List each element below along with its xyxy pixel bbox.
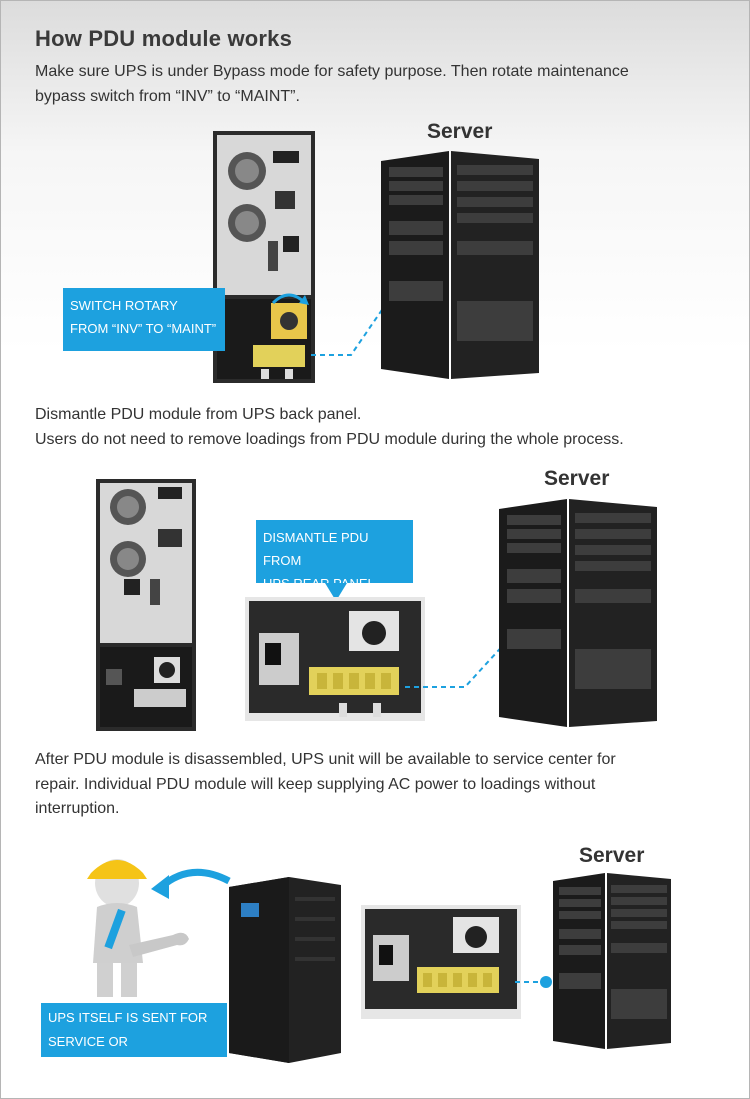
step3-server-label: Server [579,844,645,867]
ups-tower-image [229,877,341,1063]
step3-connector-line [515,976,552,988]
down-arrow-icon [325,583,347,601]
step3-text-line1: After PDU module is disassembled, UPS un… [35,751,616,768]
pdu-module-image [245,597,425,721]
pdu-module-image-2 [361,905,521,1019]
step1-callout-line2: FROM “INV” TO “MAINT” [70,321,217,336]
step2-callout-line2: UPS REAR PANEL. [263,576,379,591]
service-worker-figure [87,859,189,997]
step1-server-label: Server [427,120,493,143]
step1-callout: SWITCH ROTARY FROM “INV” TO “MAINT” [63,288,225,351]
step3-callout: UPS ITSELF IS SENT FOR SERVICE OR MAINTE… [41,1003,227,1073]
ups-back-panel-image [213,131,315,383]
step2-server-rack-image [499,499,657,727]
step3-callout-line1: UPS ITSELF IS SENT FOR [48,1010,208,1025]
return-arrow-icon [151,868,231,899]
step2-callout-line1: DISMANTLE PDU FROM [263,530,369,568]
step2-server-label: Server [544,467,610,490]
step3-text-line3: interruption. [35,800,120,817]
page-title: How PDU module works [35,26,293,51]
step3-text-line2: repair. Individual PDU module will keep … [35,775,596,793]
step2-description: Dismantle PDU module from UPS back panel… [35,403,624,452]
step1-server-rack-image [381,151,539,379]
step1-callout-line1: SWITCH ROTARY [70,298,178,313]
step3-callout-line2: SERVICE OR MAINTENANCE [48,1034,143,1073]
step1-description: Make sure UPS is under Bypass mode for s… [35,60,629,109]
step1-text-line2: bypass switch from “INV” to “MAINT”. [35,87,300,105]
step3-description: After PDU module is disassembled, UPS un… [35,748,616,822]
step1-text-line1: Make sure UPS is under Bypass mode for s… [35,63,629,80]
ups-back-panel-image-2 [96,479,196,731]
step3-server-rack-image [553,873,671,1049]
rotate-arrow-icon [271,293,309,305]
step2-text-line2: Users do not need to remove loadings fro… [35,430,624,448]
step2-text-line1: Dismantle PDU module from UPS back panel… [35,406,362,423]
step2-callout: DISMANTLE PDU FROM UPS REAR PANEL. [256,520,413,591]
